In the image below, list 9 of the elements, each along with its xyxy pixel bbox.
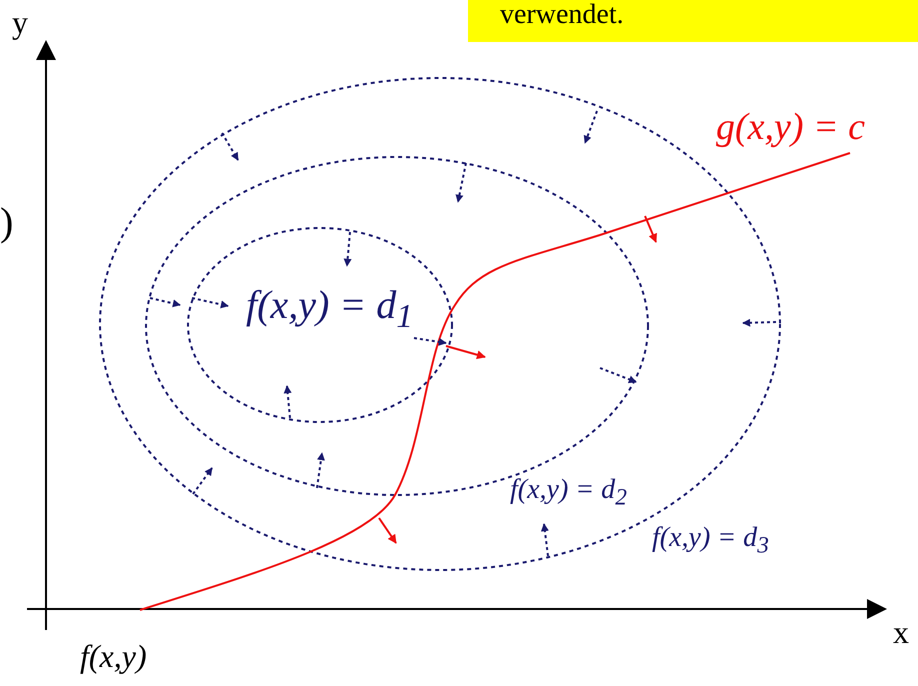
contour-equation: f(x,y) = d$_{3}$ — [652, 524, 769, 558]
function-label: f(x,y) — [80, 640, 147, 672]
contour-equation: f(x,y) = d$_{2}$ — [510, 476, 627, 510]
constraint-equation: g(x,y) = c — [716, 108, 866, 146]
axis-label: x — [893, 616, 909, 648]
contour-equation: f(x,y) = d$_{1}$ — [246, 285, 413, 334]
axis-label: y — [12, 6, 28, 38]
highlighted-note: verwendet. — [468, 0, 918, 42]
cut-off-text: ) — [0, 202, 14, 242]
